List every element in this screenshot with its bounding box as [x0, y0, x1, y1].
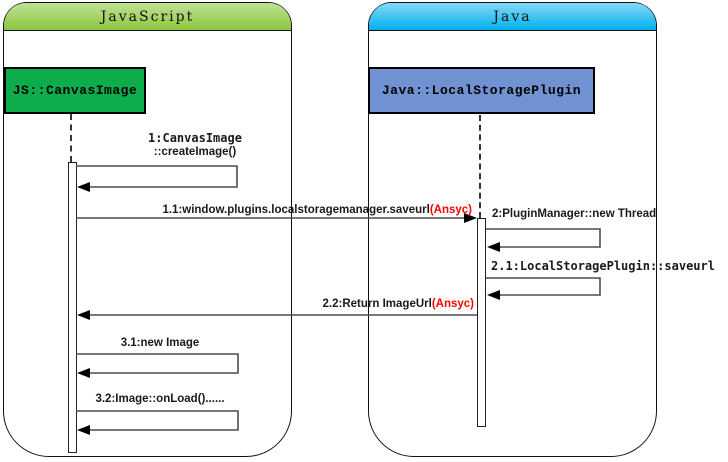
message-2-1-label: 2.1:LocalStoragePlugin::saveurl — [491, 259, 715, 273]
message-2-1-text: 2.1:LocalStoragePlugin::saveurl — [491, 259, 715, 273]
message-3-1-label: 3.1:new Image — [80, 336, 240, 350]
message-1-label: 1:CanvasImage ::createImage() — [85, 131, 305, 159]
object-java-localstorageplugin: Java::LocalStoragePlugin — [368, 67, 595, 114]
lifeline-js-canvasimage — [70, 114, 72, 162]
frame-java-title: Java — [493, 8, 532, 25]
message-3-1-text: 3.1:new Image — [120, 337, 200, 349]
object-js-canvasimage-label: JS::CanvasImage — [12, 83, 138, 98]
message-2-text: 2:PluginManager::new Thread — [492, 208, 657, 220]
message-1-line1: 1:CanvasImage — [148, 131, 242, 145]
message-1-line2: ::createImage() — [153, 146, 237, 158]
activation-bar-js — [68, 162, 77, 453]
lifeline-java-localstorageplugin — [479, 115, 481, 218]
frame-javascript-title: JavaScript — [100, 8, 195, 25]
activation-bar-java — [477, 218, 486, 427]
message-3-2-text: 3.2:Image::onLoad()...... — [95, 393, 225, 405]
frame-javascript-header: JavaScript — [4, 3, 291, 31]
message-1-1-text: 1.1:window.plugins.localstoragemanager.s… — [162, 204, 430, 216]
message-1-1-label: 1.1:window.plugins.localstoragemanager.s… — [120, 203, 472, 217]
frame-java-header: Java — [369, 3, 656, 31]
message-1-1-async-suffix: (Ansyc) — [429, 204, 472, 216]
object-js-canvasimage: JS::CanvasImage — [4, 67, 146, 114]
message-2-2-text: 2.2:Return ImageUrl — [322, 298, 432, 310]
message-3-2-label: 3.2:Image::onLoad()...... — [75, 392, 245, 406]
object-java-localstorageplugin-label: Java::LocalStoragePlugin — [381, 83, 582, 98]
message-2-2-label: 2.2:Return ImageUrl(Ansyc) — [174, 297, 474, 311]
message-2-2-async-suffix: (Ansyc) — [431, 298, 474, 310]
message-2-label: 2:PluginManager::new Thread — [492, 207, 656, 221]
